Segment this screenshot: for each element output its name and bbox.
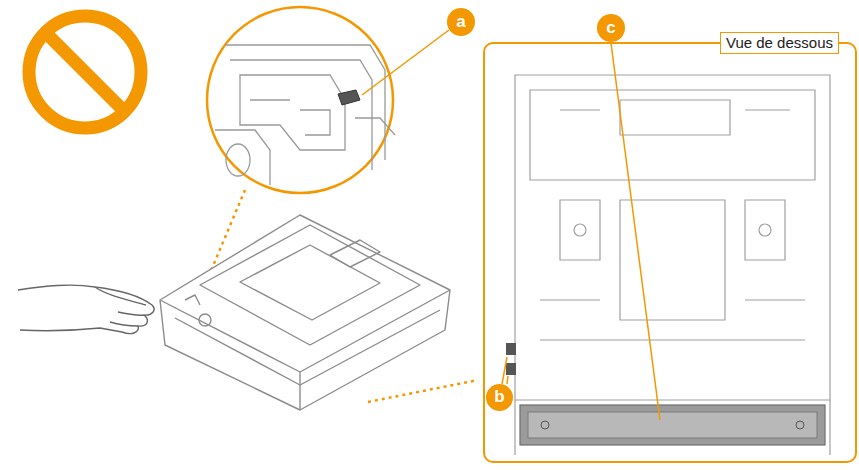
leader-line bbox=[502, 357, 507, 384]
callout-number: a bbox=[447, 8, 475, 36]
leader-line bbox=[362, 30, 449, 95]
callout-letter: a bbox=[456, 13, 465, 30]
prohibition-symbol bbox=[29, 16, 141, 128]
dotted-pointer bbox=[368, 380, 478, 402]
leader-line bbox=[611, 43, 660, 420]
callout-number: c bbox=[597, 14, 625, 42]
panel-heading: Vue de dessous bbox=[720, 32, 839, 54]
magnified-view bbox=[207, 7, 395, 193]
toner-cartridge bbox=[160, 215, 450, 410]
tab bbox=[506, 363, 516, 375]
callout-letter: b bbox=[494, 388, 504, 405]
tab bbox=[506, 343, 516, 355]
leader-line bbox=[507, 376, 508, 384]
callout-number: b bbox=[486, 384, 513, 411]
view-panel: Vue de dessousb bbox=[483, 42, 857, 463]
callout-letter: c bbox=[606, 19, 615, 36]
hand bbox=[18, 285, 154, 333]
bottom-view bbox=[515, 75, 830, 455]
roller bbox=[520, 405, 825, 445]
